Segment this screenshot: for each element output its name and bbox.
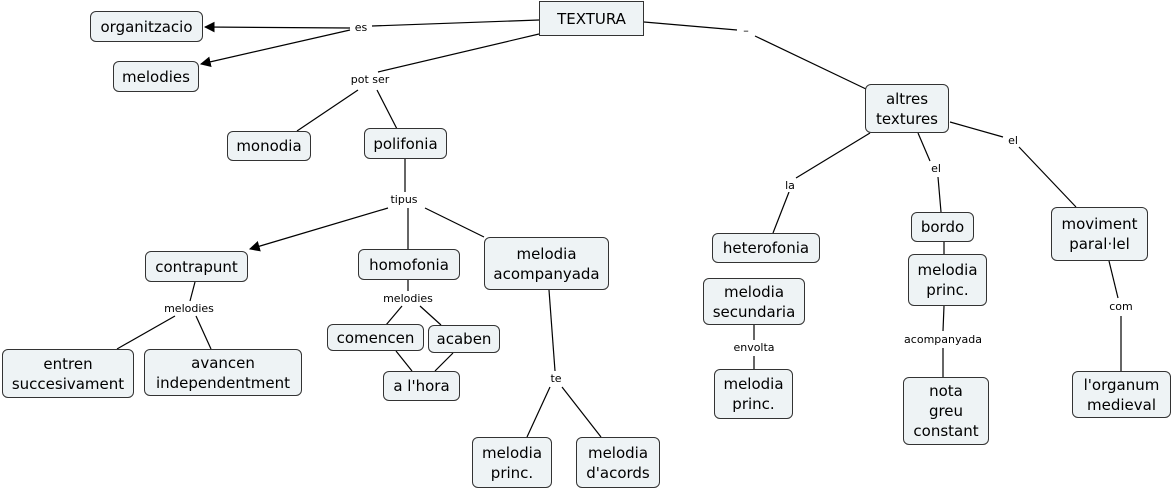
link-tipus-melodia-acomp bbox=[424, 207, 485, 238]
link-label-tipus: tipus bbox=[389, 193, 419, 206]
link-el2-moviment bbox=[1018, 146, 1077, 208]
node-nota-greu-constant[interactable]: nota greu constant bbox=[903, 377, 989, 445]
link-dash-altres bbox=[754, 35, 867, 90]
node-monodia[interactable]: monodia bbox=[227, 131, 311, 161]
node-acaben[interactable]: acaben bbox=[428, 325, 500, 353]
link-label-la: la bbox=[784, 179, 796, 192]
node-melodies[interactable]: melodies bbox=[113, 61, 199, 92]
link-label-com: com bbox=[1108, 300, 1134, 313]
link-label-melodies-2: melodies bbox=[382, 292, 434, 305]
link-altres-la bbox=[795, 132, 871, 179]
link-melodies-acaben bbox=[419, 305, 442, 326]
link-melodia-princ-acomp bbox=[942, 305, 945, 332]
node-a-lhora[interactable]: a l'hora bbox=[383, 371, 460, 401]
link-altres-el2 bbox=[949, 121, 1004, 138]
node-melodia-princ-1[interactable]: melodia princ. bbox=[472, 437, 552, 488]
node-textura[interactable]: TEXTURA bbox=[539, 1, 644, 36]
link-label-melodies-1: melodies bbox=[163, 302, 215, 315]
node-moviment-parallel[interactable]: moviment paral·lel bbox=[1051, 207, 1148, 261]
link-potser-polifonia bbox=[376, 89, 398, 130]
link-textura-es bbox=[371, 19, 540, 27]
node-bordo[interactable]: bordo bbox=[911, 212, 974, 242]
node-comencen[interactable]: comencen bbox=[327, 324, 424, 351]
link-label-envolta: envolta bbox=[732, 341, 776, 354]
link-label-es: es bbox=[353, 21, 369, 34]
link-melodies-entren bbox=[116, 315, 176, 350]
node-avancen-independentment[interactable]: avancen independentment bbox=[144, 349, 302, 396]
node-altres-textures[interactable]: altres textures bbox=[865, 84, 949, 133]
node-melodia-acompanyada[interactable]: melodia acompanyada bbox=[484, 237, 609, 290]
link-es-melodies bbox=[199, 29, 351, 68]
link-melodies-avancen bbox=[195, 315, 212, 350]
link-textura-dash bbox=[643, 21, 738, 31]
link-textura-potser bbox=[377, 33, 540, 73]
link-moviment-com bbox=[1108, 260, 1119, 299]
link-altres-el1 bbox=[917, 132, 931, 162]
link-melodia-acomp-te bbox=[548, 289, 556, 372]
link-la-heterofonia bbox=[772, 191, 790, 234]
link-potser-monodia bbox=[296, 89, 359, 132]
node-entren-succesivament[interactable]: entren succesivament bbox=[2, 349, 134, 398]
node-polifonia[interactable]: polifonia bbox=[364, 128, 447, 159]
node-contrapunt[interactable]: contrapunt bbox=[145, 251, 248, 282]
link-label-acompanyada: acompanyada bbox=[903, 333, 983, 346]
link-comencen-alhora bbox=[395, 350, 413, 372]
link-label-el-1: el bbox=[930, 162, 942, 175]
link-te-melodia-acords bbox=[561, 386, 602, 438]
link-tipus-contrapunt bbox=[248, 207, 389, 252]
node-organitzacio[interactable]: organitzacio bbox=[90, 11, 203, 42]
node-organum-medieval[interactable]: l'organum medieval bbox=[1072, 371, 1171, 418]
link-melodies-comencen bbox=[385, 305, 403, 326]
node-melodia-acords[interactable]: melodia d'acords bbox=[576, 437, 660, 488]
node-heterofonia[interactable]: heterofonia bbox=[712, 233, 820, 263]
link-acaben-alhora bbox=[434, 352, 454, 372]
link-label-te: te bbox=[549, 372, 563, 385]
link-el1-bordo bbox=[937, 176, 942, 213]
link-es-organitzacio bbox=[203, 21, 351, 33]
node-melodia-princ-2[interactable]: melodia princ. bbox=[714, 369, 793, 419]
link-contrapunt-melodies bbox=[189, 281, 196, 302]
node-melodia-princ-3[interactable]: melodia princ. bbox=[908, 254, 987, 306]
node-melodia-secundaria[interactable]: melodia secundaria bbox=[703, 278, 805, 325]
link-label-el-2: el bbox=[1007, 134, 1019, 147]
link-label-dash: – bbox=[742, 24, 750, 37]
node-homofonia[interactable]: homofonia bbox=[358, 249, 460, 280]
link-label-pot-ser: pot ser bbox=[349, 73, 391, 86]
link-te-melodia-princ bbox=[526, 386, 551, 438]
